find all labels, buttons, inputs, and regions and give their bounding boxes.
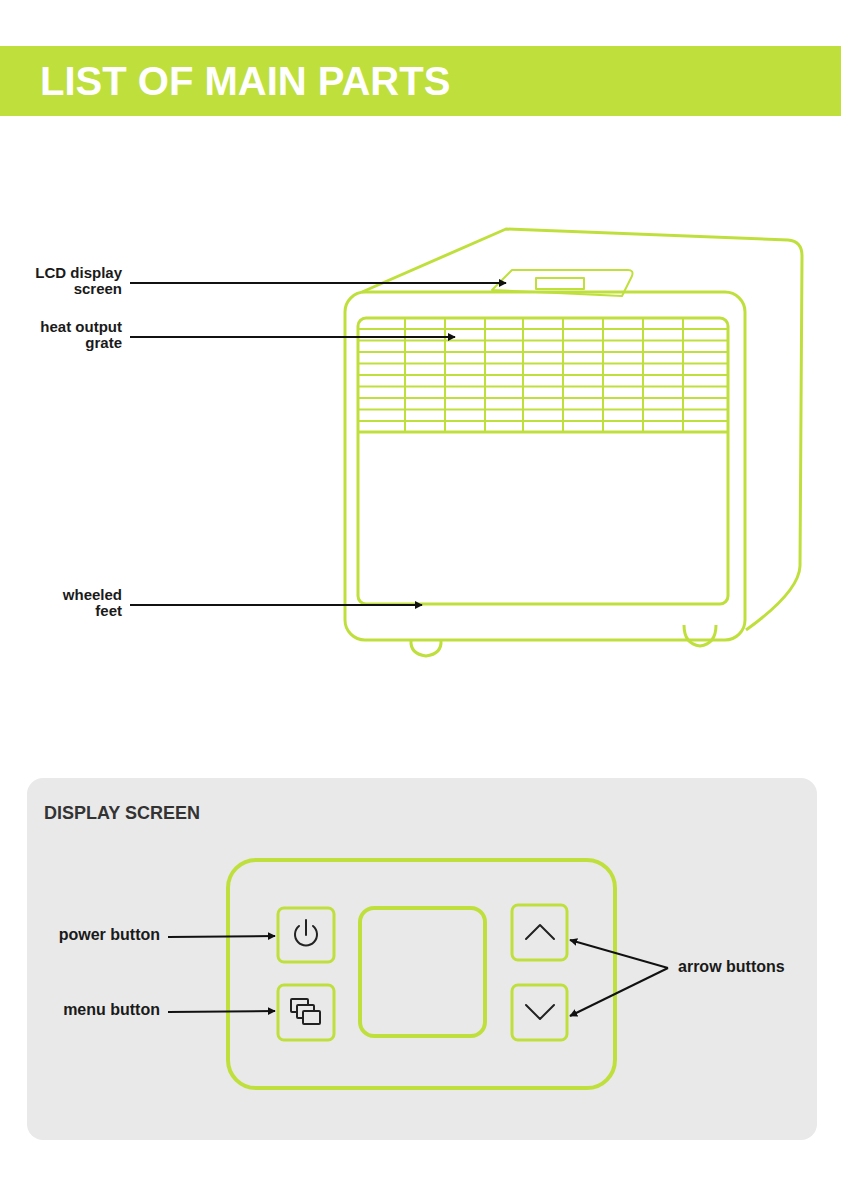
part-label: power button [59,927,160,944]
part-label: LCD display screen [22,265,122,297]
part-label: heat output grate [22,319,122,351]
title-band [0,46,841,116]
part-label: arrow buttons [678,959,785,976]
part-label: menu button [63,1002,160,1019]
leader-lines [130,283,506,605]
page-title: LIST OF MAIN PARTS [40,58,450,104]
heater-drawing [345,229,802,656]
leader-lines [168,936,668,1016]
part-label: wheeled feet [44,587,122,619]
panel-heading: DISPLAY SCREEN [44,804,817,823]
display-panel: DISPLAY SCREEN [27,778,817,1140]
panel-ground [27,778,817,1140]
control-panel-drawing [228,860,615,1088]
